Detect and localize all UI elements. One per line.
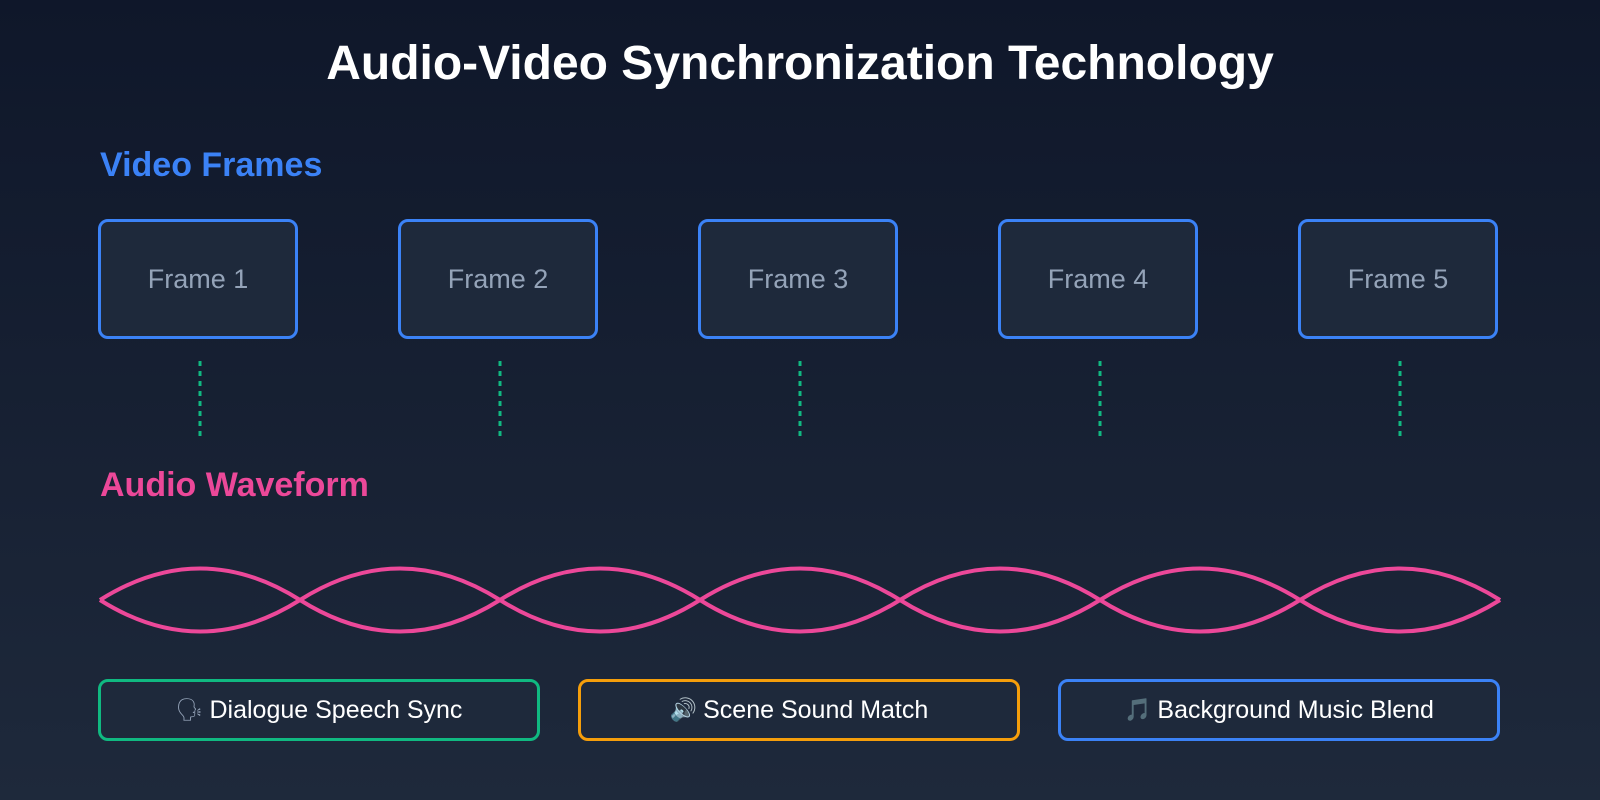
background-music-blend-tag: 🎵 Background Music Blend [1058, 679, 1500, 741]
waveform-upper [98, 566, 1502, 603]
video-frame-5: Frame 5 [1298, 219, 1498, 339]
speaking-head-icon: 🗣 [175, 697, 204, 723]
waveform-lower [98, 597, 1502, 634]
page-title: Audio-Video Synchronization Technology [326, 37, 1274, 90]
tag-label: Background Music Blend [1157, 695, 1434, 724]
scene-sound-match-tag: 🔊 Scene Sound Match [578, 679, 1020, 741]
speaker-icon: 🔊 [669, 697, 698, 723]
video-frames-label: Video Frames [100, 146, 323, 184]
sync-lines [198, 361, 1402, 440]
tag-label: Dialogue Speech Sync [209, 695, 463, 724]
video-frame-4: Frame 4 [998, 219, 1198, 339]
video-frame-2: Frame 2 [398, 219, 598, 339]
audio-waveform [98, 566, 1502, 634]
audio-waveform-label: Audio Waveform [100, 466, 369, 504]
dialogue-speech-sync-tag: 🗣 Dialogue Speech Sync [98, 679, 540, 741]
video-frame-1: Frame 1 [98, 219, 298, 339]
music-note-icon: 🎵 [1124, 697, 1152, 723]
video-frame-3: Frame 3 [698, 219, 898, 339]
tag-label: Scene Sound Match [703, 695, 929, 724]
